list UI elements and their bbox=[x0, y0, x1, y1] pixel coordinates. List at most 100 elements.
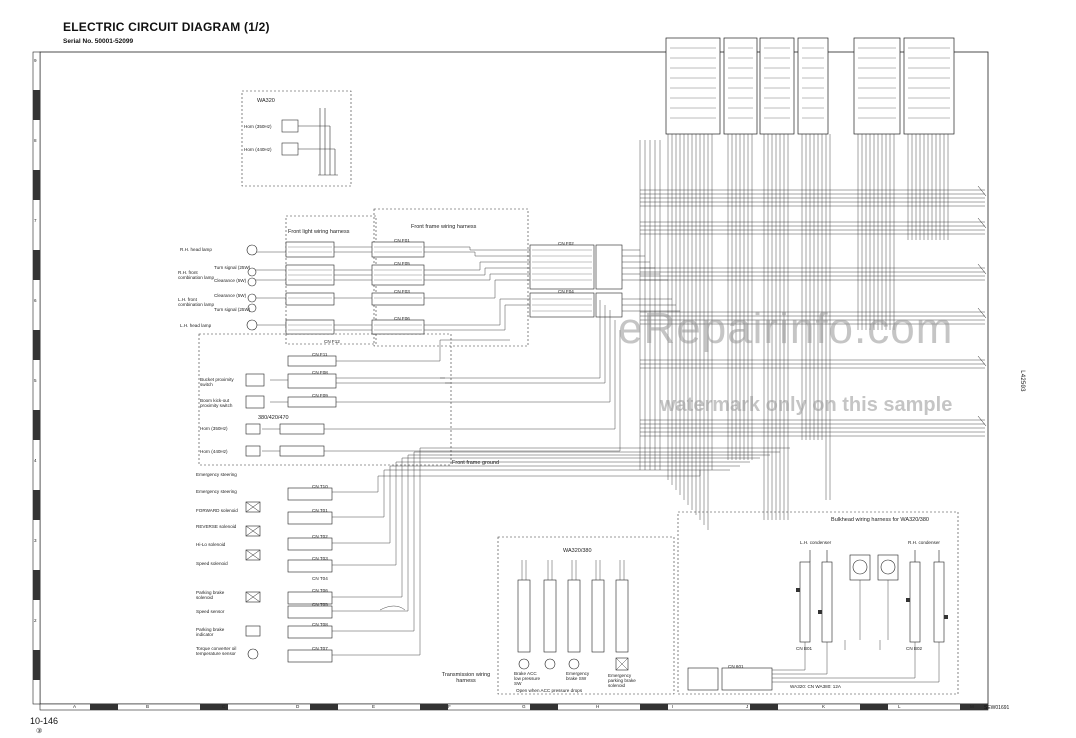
connector-label: CN B01 bbox=[796, 646, 813, 651]
row-number: 7 bbox=[34, 218, 37, 223]
connector-label: CN B02 bbox=[906, 646, 923, 651]
component-label: Emergency steering bbox=[196, 489, 237, 494]
connector-label: CN F02 bbox=[558, 241, 574, 246]
component-label: Brake ACC low pressure SW bbox=[514, 671, 541, 686]
column-letter: H bbox=[596, 704, 600, 709]
component-label: R.H. front combination lamp bbox=[178, 270, 215, 280]
component-label: Turn signal (25W) bbox=[214, 307, 251, 312]
component-label: L.H. condenser bbox=[800, 540, 832, 545]
column-letter: F bbox=[448, 704, 451, 709]
wa320-wiring bbox=[521, 560, 629, 671]
component-label: Parking brake indicator bbox=[196, 627, 225, 637]
top-connector-blocks bbox=[665, 37, 955, 135]
column-letter: J bbox=[746, 704, 749, 709]
connector-label: CN T07 bbox=[312, 646, 328, 651]
lamp-symbols bbox=[245, 244, 265, 457]
connector-label: CN T06 bbox=[312, 588, 328, 593]
bulkhead-wiring bbox=[772, 580, 940, 683]
connector-label: CN F03 bbox=[394, 289, 410, 294]
component-label: Bucket proximity switch bbox=[200, 377, 234, 387]
component-label: Emergency parking brake solenoid bbox=[608, 673, 636, 688]
top-connector-ticks bbox=[670, 47, 950, 119]
component-label: Parking brake solenoid bbox=[196, 590, 225, 600]
component-label: Emergency brake SW bbox=[566, 671, 590, 681]
solenoid-crosses bbox=[245, 501, 261, 603]
connector-label: CN F05 bbox=[394, 261, 410, 266]
connector-label: CN F01 bbox=[394, 238, 410, 243]
bulkhead-label: Bulkhead wiring harness for WA320/380 bbox=[831, 517, 929, 523]
column-letter: K bbox=[822, 704, 826, 709]
right-edge-terminals bbox=[977, 185, 987, 427]
transmission-box bbox=[497, 536, 675, 695]
component-label: Horn (440Hz) bbox=[200, 449, 228, 454]
component-label: Clearance (5W) bbox=[214, 278, 247, 283]
component-label: L.H. head lamp bbox=[180, 323, 212, 328]
component-label: Torque converter oil temperature sensor bbox=[196, 646, 237, 656]
connector-label: CN T04 bbox=[312, 576, 328, 581]
connector-label: CN 601 bbox=[728, 664, 744, 669]
drawing-code: SEW01691 bbox=[984, 705, 1010, 711]
connector-label: CN F11 bbox=[312, 352, 328, 357]
transmission-wiring bbox=[332, 447, 790, 656]
row-number: 9 bbox=[34, 58, 37, 63]
front-frame-label: Front frame wiring harness bbox=[411, 224, 477, 230]
row-number: 4 bbox=[34, 458, 37, 463]
column-letter: D bbox=[296, 704, 300, 709]
column-letter: C bbox=[222, 704, 226, 709]
component-label: Horn (350Hz) bbox=[244, 124, 272, 129]
bulkhead-box bbox=[677, 511, 959, 695]
bottom-border-checks bbox=[90, 704, 988, 710]
front-ground-label: Front frame ground bbox=[452, 460, 500, 466]
component-label: L.H. front combination lamp bbox=[178, 297, 215, 307]
serial-number: Serial No. 50001-52099 bbox=[63, 38, 134, 45]
watermark-note: watermark only on this sample bbox=[660, 394, 953, 416]
column-letter: I bbox=[672, 704, 674, 709]
column-letter: L bbox=[898, 704, 901, 709]
row-number: 5 bbox=[34, 378, 37, 383]
horizontal-runs bbox=[640, 189, 985, 437]
bulkhead-connectors bbox=[687, 554, 945, 691]
open-note: Open when ACC pressure drops bbox=[516, 688, 583, 693]
component-label: Turn signal (25W) bbox=[214, 265, 251, 270]
bottom-note: WA320: CN WA380: 12A bbox=[790, 684, 841, 689]
connector-label: CN F09 bbox=[312, 393, 328, 398]
bottom-border-strip bbox=[39, 703, 989, 711]
horn-box-wiring bbox=[281, 108, 338, 176]
component-label: REVERSE solenoid bbox=[196, 524, 237, 529]
page-number: 10-146 bbox=[30, 716, 59, 726]
central-connector-lines bbox=[288, 246, 592, 331]
front-light-label: Front light wiring harness bbox=[288, 229, 350, 235]
connector-label: CN T02 bbox=[312, 534, 328, 539]
condenser-symbols bbox=[809, 550, 940, 575]
wa320-380-label: WA320/380 bbox=[563, 548, 592, 554]
side-code: L42503 bbox=[1019, 370, 1026, 392]
bulkhead-checks bbox=[796, 588, 948, 619]
component-label: Speed sensor bbox=[196, 609, 225, 614]
vertical-bus bbox=[639, 134, 949, 530]
watermark-main: eRepairinfo.com bbox=[618, 304, 954, 353]
left-border-strip bbox=[32, 51, 41, 705]
left-border-checks bbox=[33, 90, 40, 680]
component-label: Boom kick-out proximity switch bbox=[200, 398, 233, 408]
component-label: Speed solenoid bbox=[196, 561, 228, 566]
row-number: 8 bbox=[34, 138, 37, 143]
component-label: FORWARD solenoid bbox=[196, 508, 238, 513]
row-number: 6 bbox=[34, 298, 37, 303]
column-letter: G bbox=[522, 704, 526, 709]
connector-label: CN T08 bbox=[312, 622, 328, 627]
component-label: Hi-Lo solenoid bbox=[196, 542, 226, 547]
connector-label: CN T10 bbox=[312, 484, 328, 489]
va320-label: WA320 bbox=[257, 98, 275, 104]
transmission-label: Transmission wiring harness bbox=[441, 672, 491, 684]
component-label: Clearance (5W) bbox=[214, 293, 247, 298]
row-number: 2 bbox=[34, 618, 37, 623]
connector-label: CN F12 bbox=[324, 339, 340, 344]
connector-label: CN F06 bbox=[394, 316, 410, 321]
component-label: R.H. head lamp bbox=[180, 247, 212, 252]
front-wiring bbox=[250, 246, 680, 452]
wa320-connectors bbox=[517, 579, 629, 671]
component-label: Horn (350Hz) bbox=[200, 426, 228, 431]
transmission-connectors bbox=[245, 487, 333, 663]
column-letter: E bbox=[372, 704, 376, 709]
